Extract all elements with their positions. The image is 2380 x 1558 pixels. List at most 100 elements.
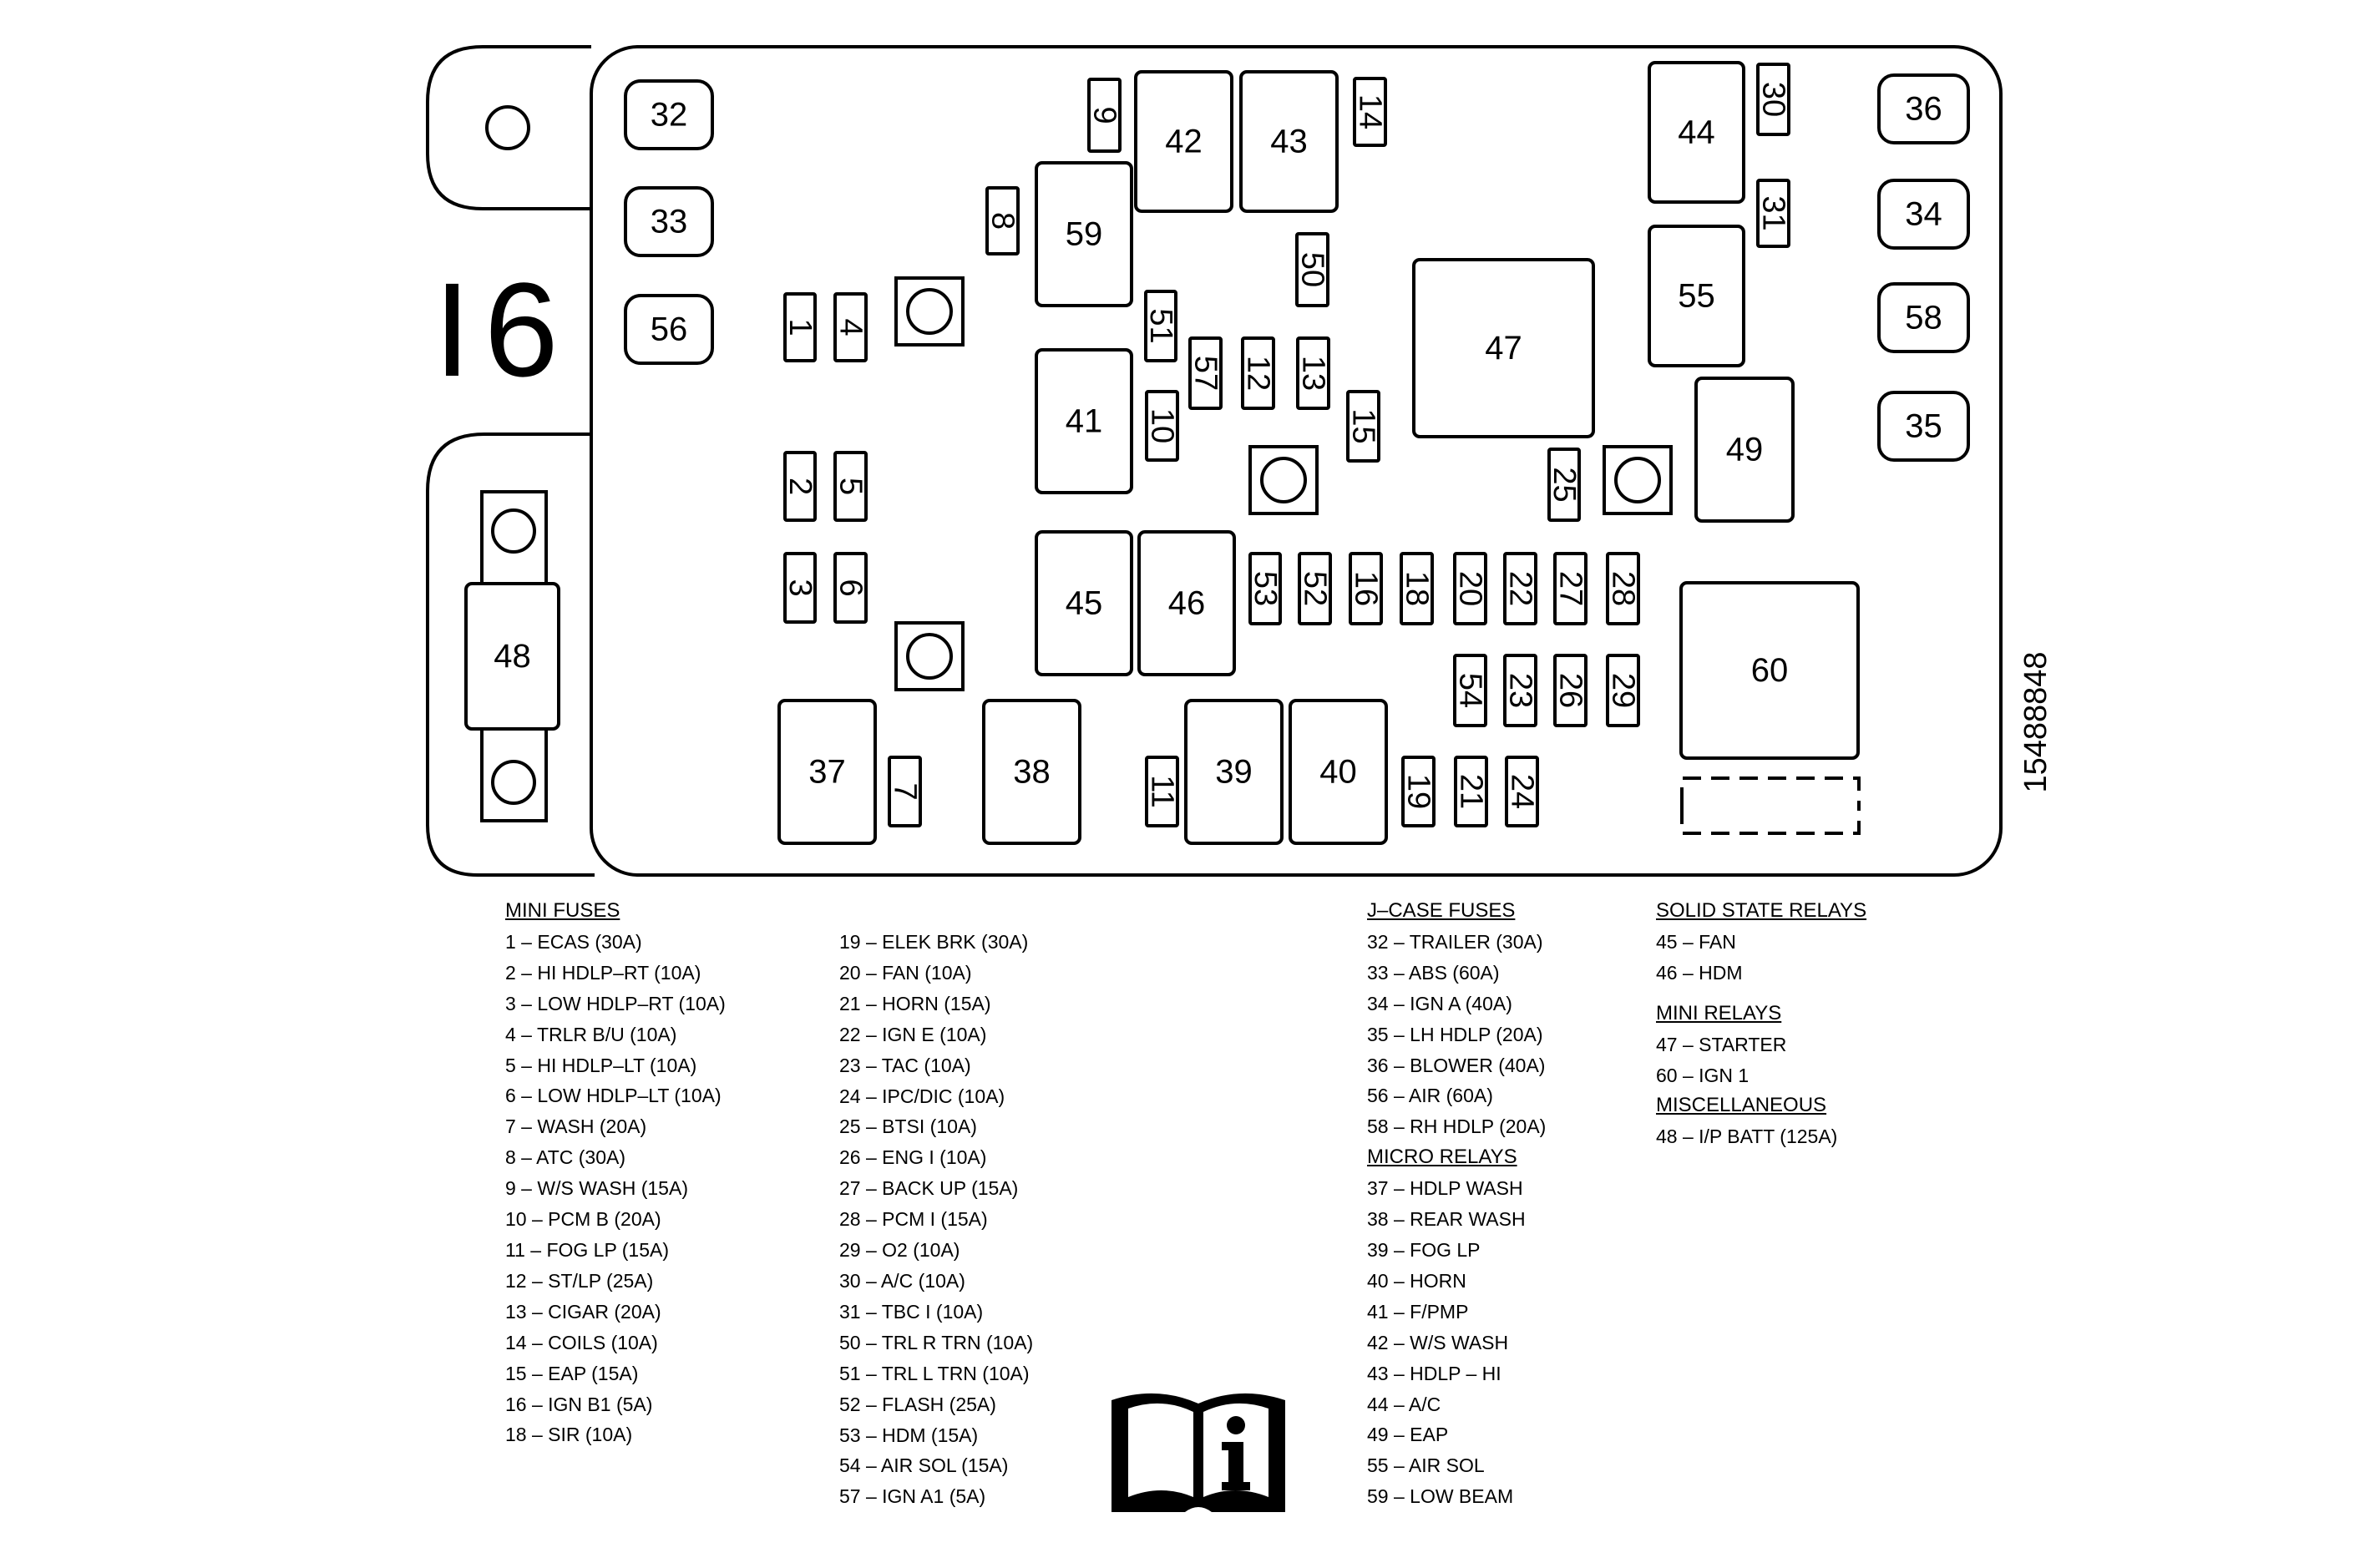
legend-item: 7 – WASH (20A): [505, 1115, 647, 1138]
component-outline: [1877, 391, 1970, 462]
component-outline: [1296, 336, 1330, 410]
component-label: 42: [1165, 124, 1203, 160]
component-label: 8: [985, 212, 1020, 230]
component-outline: [1144, 290, 1177, 362]
legend-item: 20 – FAN (10A): [839, 961, 972, 984]
component-outline: [1241, 336, 1275, 410]
mini-fuse-20: 20: [1453, 552, 1488, 625]
component-label: 44: [1678, 114, 1715, 151]
component-outline: [1547, 448, 1581, 522]
mounting-ear-top: [426, 45, 591, 210]
component-label: 9: [1087, 106, 1122, 124]
legend-item: 48 – I/P BATT (125A): [1656, 1126, 1838, 1148]
component-outline: [1239, 70, 1339, 213]
component-label: 45: [1066, 585, 1103, 622]
fuse-box-body: [590, 45, 2003, 877]
legend-item: 53 – HDM (15A): [839, 1424, 979, 1446]
component-outline: [1298, 552, 1332, 625]
component-label: 25: [1547, 467, 1582, 502]
mini-fuse-1: 1: [782, 292, 818, 362]
part-number: 15488848: [2018, 651, 2053, 792]
legend-item: 50 – TRL R TRN (10A): [839, 1331, 1034, 1353]
fuse-48-housing: [426, 432, 595, 877]
relay-59: 59: [1035, 161, 1133, 307]
mini-fuse-16: 16: [1349, 552, 1384, 625]
mini-fuse-31: 31: [1756, 179, 1791, 248]
mounting-hole: [906, 633, 953, 680]
component-outline: [783, 292, 817, 362]
component-label: 33: [651, 204, 688, 240]
component-outline: [1877, 73, 1970, 144]
jcase-fuse-33: 33: [624, 186, 714, 257]
relay-44: 44: [1648, 61, 1745, 204]
fuse-48-terminal-top: [480, 490, 548, 585]
legend-item: 33 – ABS (60A): [1367, 961, 1500, 984]
component-label: 56: [651, 311, 688, 348]
mini-fuse-29: 29: [1606, 654, 1641, 727]
mini-fuse-15: 15: [1346, 390, 1381, 463]
legend-item: 29 – O2 (10A): [839, 1239, 960, 1262]
jcase-fuse-34: 34: [1877, 179, 1970, 250]
mounting-hole: [485, 105, 530, 150]
mini-fuse-13: 13: [1296, 336, 1331, 410]
component-label: 40: [1319, 754, 1357, 791]
component-label: 11: [1145, 775, 1180, 807]
legend-item: 6 – LOW HDLP–LT (10A): [505, 1085, 722, 1107]
component-outline: [783, 451, 817, 522]
info-manual-icon: [1112, 1393, 1285, 1512]
legend-item: 27 – BACK UP (15A): [839, 1177, 1019, 1200]
mini-fuse-22: 22: [1503, 552, 1538, 625]
component-label: 51: [1143, 308, 1178, 343]
mini-fuse-6: 6: [833, 552, 868, 624]
legend-item: 16 – IGN B1 (5A): [505, 1393, 653, 1415]
component-label: 19: [1401, 774, 1436, 809]
mini-fuse-26: 26: [1553, 654, 1588, 727]
component-outline: [1134, 70, 1233, 213]
legend-heading: MISCELLANEOUS: [1656, 1094, 1827, 1117]
mini-fuse-28: 28: [1606, 552, 1641, 625]
jcase-fuse-36: 36: [1877, 73, 1970, 144]
component-label: 12: [1241, 356, 1276, 391]
component-label: 36: [1905, 91, 1942, 128]
component-outline: [1349, 552, 1383, 625]
mounting-hole: [1614, 457, 1661, 503]
legend-item: 30 – A/C (10A): [839, 1269, 965, 1292]
legend-item: 37 – HDLP WASH: [1367, 1177, 1523, 1200]
component-outline: [1248, 552, 1282, 625]
legend-item: 51 – TRL L TRN (10A): [839, 1362, 1030, 1384]
legend-mini-fuses-continued: 19 – ELEK BRK (30A)20 – FAN (10A)21 – HO…: [839, 927, 1033, 1512]
component-label: 46: [1168, 585, 1206, 622]
component-outline: [833, 552, 868, 624]
component-label: 30: [1756, 82, 1791, 117]
terminal-bolt: [491, 508, 536, 554]
mini-fuse-54: 54: [1453, 654, 1488, 727]
component-outline: [1184, 699, 1284, 845]
jcase-fuse-32: 32: [624, 79, 714, 150]
component-label: 58: [1905, 300, 1942, 336]
legend-item: 60 – IGN 1: [1656, 1064, 1750, 1086]
legend-heading: MINI RELAYS: [1656, 1001, 1782, 1024]
component-outline: [1145, 390, 1179, 462]
mini-fuse-8: 8: [985, 186, 1020, 255]
jcase-fuse-35: 35: [1877, 391, 1970, 462]
legend-item: 19 – ELEK BRK (30A): [839, 931, 1029, 953]
legend-mini-fuses: MINI FUSES 1 – ECAS (30A)2 – HI HDLP–RT …: [505, 896, 726, 1450]
component-label: 21: [1454, 774, 1489, 809]
legend-item: 38 – REAR WASH: [1367, 1208, 1526, 1231]
component-outline: [1453, 552, 1487, 625]
legend-heading: SOLID STATE RELAYS: [1656, 899, 1867, 922]
component-outline: [1353, 77, 1387, 147]
legend-item: 45 – FAN: [1656, 930, 1736, 953]
component-outline: [833, 292, 868, 362]
component-outline: [1648, 225, 1745, 367]
legend-heading: MINI FUSES: [505, 899, 620, 922]
jcase-fuse-58: 58: [1877, 282, 1970, 353]
component-label: 60: [1751, 652, 1789, 689]
component-label: 23: [1503, 673, 1538, 708]
component-outline: [1453, 654, 1487, 727]
mini-fuse-18: 18: [1400, 552, 1435, 625]
component-outline: [833, 451, 868, 522]
legend-item: 36 – BLOWER (40A): [1367, 1054, 1546, 1076]
component-outline: [982, 699, 1081, 845]
relay-49: 49: [1694, 377, 1795, 523]
